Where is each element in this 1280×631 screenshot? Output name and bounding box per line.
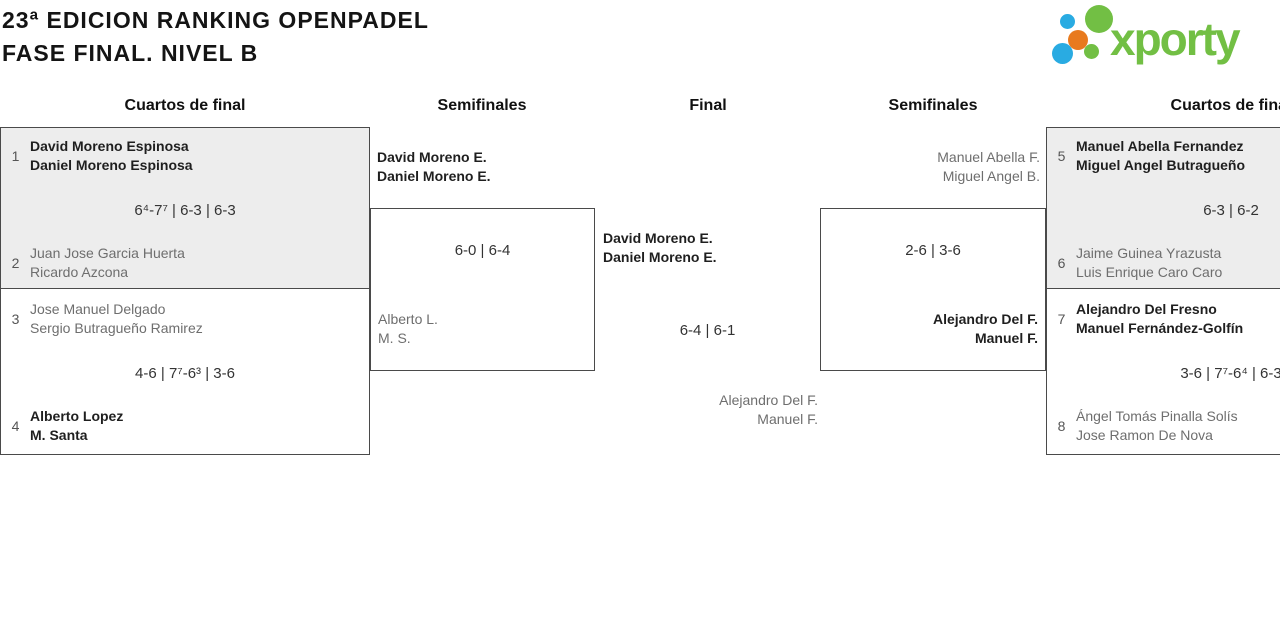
player-name: Alberto L. bbox=[378, 311, 438, 327]
qf-match-3-box: 5 Manuel Abella Fernandez Miguel Angel B… bbox=[1046, 127, 1280, 289]
seed-number: 8 bbox=[1057, 417, 1066, 434]
seed-number: 5 bbox=[1057, 147, 1066, 164]
player-name: Juan Jose Garcia Huerta bbox=[30, 245, 185, 261]
player-name: Jose Ramon De Nova bbox=[1076, 427, 1213, 443]
player-name: David Moreno E. bbox=[603, 230, 713, 246]
seed-number: 3 bbox=[11, 310, 20, 327]
logo-dot-orange bbox=[1068, 30, 1088, 50]
team-entry: Alejandro Del F. Manuel F. bbox=[933, 310, 1038, 348]
qf-match-4-box: 7 Alejandro Del Fresno Manuel Fernández-… bbox=[1046, 288, 1280, 455]
round-header-quarters-left: Cuartos de final bbox=[124, 97, 246, 114]
player-name: M. Santa bbox=[30, 427, 88, 443]
logo-dot-green-small bbox=[1084, 44, 1099, 59]
team-entry: 2 Juan Jose Garcia Huerta Ricardo Azcona bbox=[9, 244, 185, 282]
player-name: Jaime Guinea Yrazusta bbox=[1076, 245, 1222, 261]
player-name: Miguel Angel B. bbox=[942, 168, 1040, 184]
seed-number: 2 bbox=[11, 254, 20, 271]
player-name: Manuel Abella Fernandez bbox=[1076, 138, 1244, 154]
round-header-final: Final bbox=[689, 97, 727, 114]
player-name: Ricardo Azcona bbox=[30, 264, 129, 280]
round-header-semis-right: Semifinales bbox=[888, 97, 978, 114]
logo-dot-green-large bbox=[1085, 5, 1113, 33]
team-entry: Alberto L. M. S. bbox=[378, 310, 438, 348]
team-entry: 8 Ángel Tomás Pinalla Solís Jose Ramon D… bbox=[1055, 407, 1238, 445]
logo-dot-blue-small bbox=[1060, 14, 1075, 29]
seed-number: 7 bbox=[1057, 310, 1066, 327]
team-entry: 3 Jose Manuel Delgado Sergio Butragueño … bbox=[9, 300, 203, 338]
player-name: Alejandro Del Fresno bbox=[1076, 301, 1217, 317]
team-entry: 5 Manuel Abella Fernandez Miguel Angel B… bbox=[1055, 137, 1245, 175]
round-header-semis-left: Semifinales bbox=[437, 97, 527, 114]
qf-match-2-box: 3 Jose Manuel Delgado Sergio Butragueño … bbox=[0, 288, 370, 455]
match-score: 4-6 | 7⁷-6³ | 3-6 bbox=[135, 365, 235, 382]
team-entry: 4 Alberto Lopez M. Santa bbox=[9, 407, 124, 445]
player-name: Alejandro Del F. bbox=[719, 392, 818, 408]
player-name: M. S. bbox=[378, 330, 411, 346]
player-name: Ángel Tomás Pinalla Solís bbox=[1076, 408, 1238, 424]
logo-dot-blue-large bbox=[1052, 43, 1073, 64]
match-score: 3-6 | 7⁷-6⁴ | 6-3 bbox=[1180, 365, 1280, 382]
match-score: 6-3 | 6-2 bbox=[1203, 202, 1259, 219]
player-name: Daniel Moreno E. bbox=[377, 168, 491, 184]
player-name: Alberto Lopez bbox=[30, 408, 124, 424]
seed-number: 6 bbox=[1057, 254, 1066, 271]
player-name: Daniel Moreno E. bbox=[603, 249, 717, 265]
final-winner-team: David Moreno E. Daniel Moreno E. bbox=[603, 229, 717, 267]
team-entry: 1 David Moreno Espinosa Daniel Moreno Es… bbox=[9, 137, 193, 175]
player-name: Luis Enrique Caro Caro bbox=[1076, 264, 1223, 280]
player-name: Manuel F. bbox=[974, 330, 1038, 346]
qf-match-1-box: 1 David Moreno Espinosa Daniel Moreno Es… bbox=[0, 127, 370, 289]
page-title: 23ª EDICION RANKING OPENPADEL FASE FINAL… bbox=[2, 4, 429, 70]
sf-left-box: 6-0 | 6-4 Alberto L. M. S. bbox=[370, 208, 595, 371]
player-name: Manuel Fernández-Golfín bbox=[1076, 320, 1244, 336]
match-score: 6-0 | 6-4 bbox=[454, 242, 511, 259]
match-score: 6⁴-7⁷ | 6-3 | 6-3 bbox=[134, 202, 236, 219]
player-name: David Moreno Espinosa bbox=[30, 138, 189, 154]
team-entry: David Moreno E. Daniel Moreno E. bbox=[377, 148, 491, 186]
final-loser-team: Alejandro Del F. Manuel F. bbox=[719, 391, 818, 429]
team-entry: 6 Jaime Guinea Yrazusta Luis Enrique Car… bbox=[1055, 244, 1223, 282]
player-name: Jose Manuel Delgado bbox=[30, 301, 166, 317]
team-entry: Manuel Abella F. Miguel Angel B. bbox=[937, 148, 1040, 186]
seed-number: 1 bbox=[11, 147, 20, 164]
match-score: 2-6 | 3-6 bbox=[905, 242, 961, 259]
player-name: Sergio Butragueño Ramirez bbox=[30, 320, 203, 336]
round-header-quarters-right: Cuartos de final bbox=[1170, 97, 1280, 114]
player-name: David Moreno E. bbox=[377, 149, 487, 165]
player-name: Daniel Moreno Espinosa bbox=[30, 157, 193, 173]
xporty-wordmark: xporty bbox=[1110, 13, 1241, 65]
sf-right-box: 2-6 | 3-6 Alejandro Del F. Manuel F. bbox=[820, 208, 1046, 371]
team-entry: 7 Alejandro Del Fresno Manuel Fernández-… bbox=[1055, 300, 1244, 338]
player-name: Manuel F. bbox=[757, 411, 818, 427]
seed-number: 4 bbox=[11, 417, 20, 434]
final-score: 6-4 | 6-1 bbox=[679, 322, 736, 339]
player-name: Manuel Abella F. bbox=[937, 149, 1040, 165]
tournament-subtitle: FASE FINAL. NIVEL B bbox=[2, 40, 259, 66]
xporty-logo bbox=[1048, 2, 1280, 72]
player-name: Miguel Angel Butragueño bbox=[1076, 157, 1246, 173]
tournament-title: 23ª EDICION RANKING OPENPADEL bbox=[2, 7, 429, 33]
player-name: Alejandro Del F. bbox=[932, 311, 1038, 327]
